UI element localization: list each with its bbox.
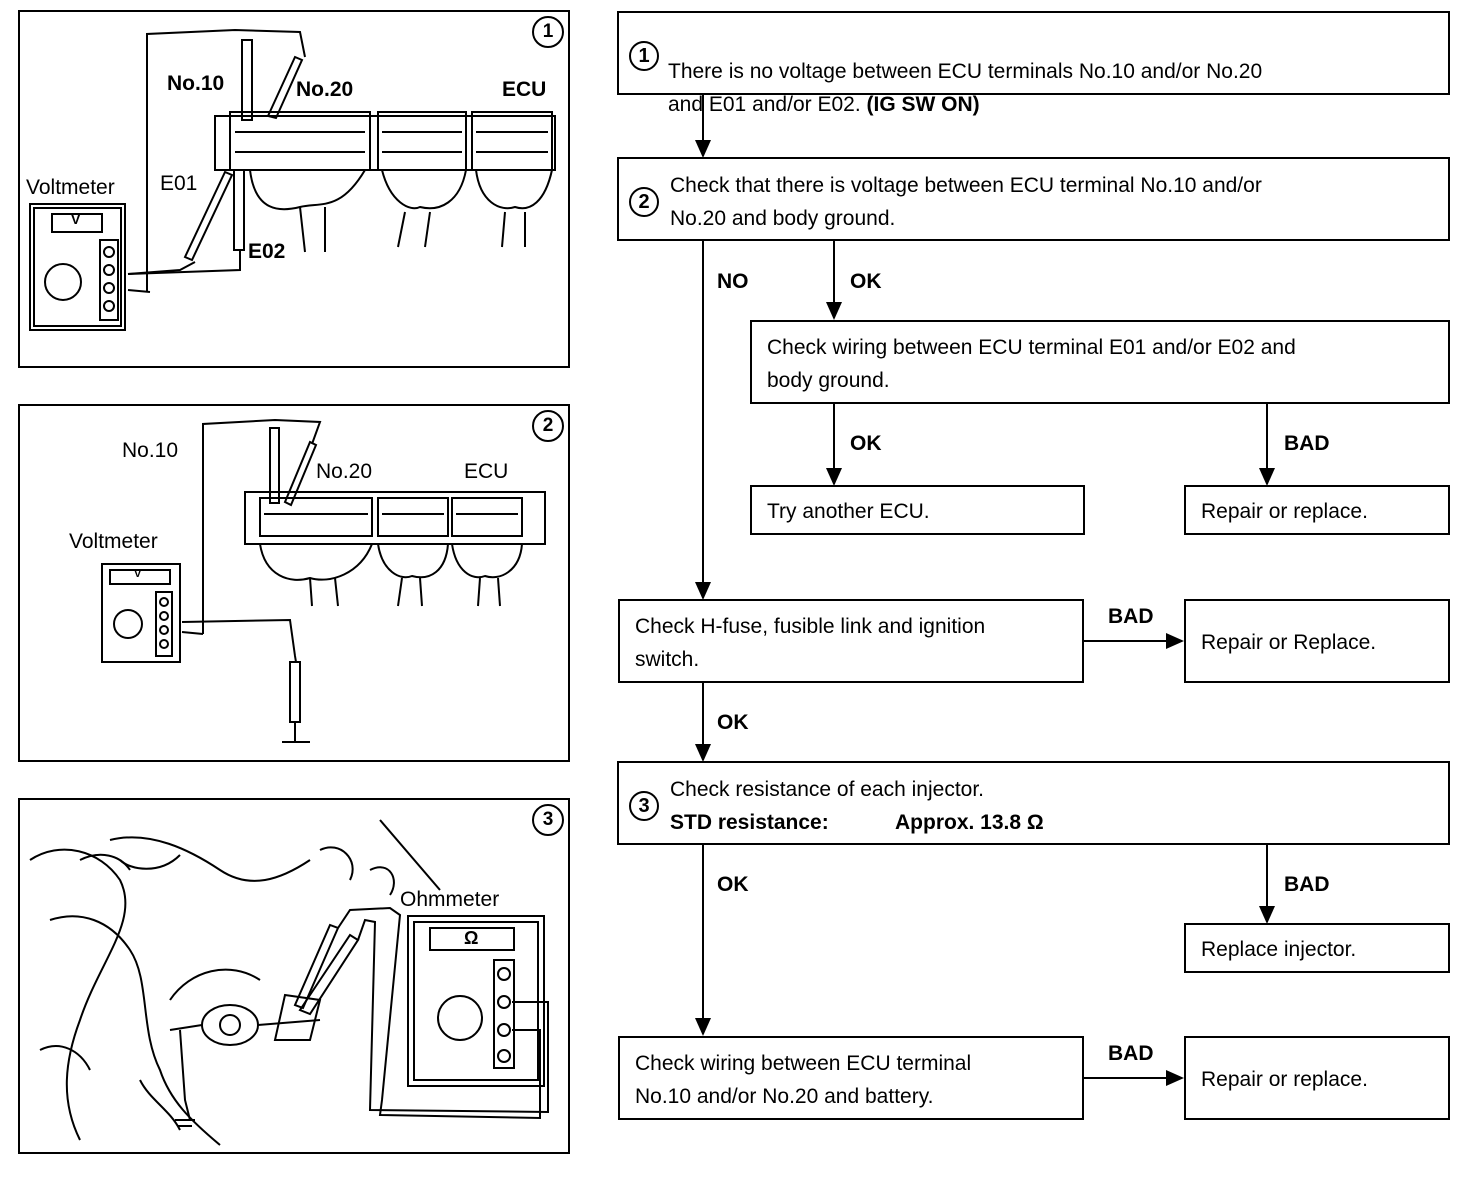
edge-label-ok: OK bbox=[850, 270, 882, 293]
step1-text: There is no voltage between ECU terminal… bbox=[668, 22, 1262, 121]
illustration-panel-2: No.10 No.20 ECU Voltmeter V 2 bbox=[18, 404, 570, 762]
step-number-2: 2 bbox=[629, 187, 659, 217]
replace-injector-box: Replace injector. bbox=[1184, 923, 1450, 973]
label-no10: No.10 bbox=[122, 439, 179, 462]
label-voltmeter: Voltmeter bbox=[26, 176, 115, 199]
step3-text: Check resistance of each injector. bbox=[670, 778, 984, 801]
meter-face-v: V bbox=[71, 211, 81, 227]
panel-number-2: 2 bbox=[532, 410, 564, 442]
repair3-text: Repair or replace. bbox=[1201, 1068, 1368, 1091]
label-voltmeter: Voltmeter bbox=[69, 530, 158, 553]
panel-number-1: 1 bbox=[532, 16, 564, 48]
ecu-voltmeter-diagram-1 bbox=[29, 28, 556, 331]
ecu-voltmeter-diagram-2 bbox=[101, 418, 546, 743]
step3-box: 3 Check resistance of each injector. STD… bbox=[617, 761, 1450, 845]
try-ecu-text: Try another ECU. bbox=[767, 500, 930, 523]
meter-face-ohm: Ω bbox=[464, 928, 479, 948]
injector-ohmmeter-diagram bbox=[29, 819, 549, 1146]
step-number-3: 3 bbox=[629, 791, 659, 821]
label-ecu: ECU bbox=[502, 78, 547, 101]
step1-ig-sw-on: (IG SW ON) bbox=[866, 93, 980, 116]
illustration-panel-1: No.10 No.20 ECU Voltmeter E01 E02 V 1 bbox=[18, 10, 570, 368]
step2-box: 2 Check that there is voltage between EC… bbox=[617, 157, 1450, 241]
repair1-box: Repair or replace. bbox=[1184, 485, 1450, 535]
step2-text: Check that there is voltage between ECU … bbox=[670, 174, 1262, 230]
hfuse-text: Check H-fuse, fusible link and ignition … bbox=[635, 615, 986, 671]
std-resistance-value: Approx. 13.8 Ω bbox=[895, 811, 1044, 834]
label-no20: No.20 bbox=[316, 460, 373, 483]
std-resistance-label: STD resistance: bbox=[670, 811, 829, 834]
step1-text-main: There is no voltage between ECU terminal… bbox=[668, 60, 1263, 116]
edge-label-bad: BAD bbox=[1108, 1042, 1154, 1065]
meter-face-v: V bbox=[134, 568, 142, 580]
edge-label-bad: BAD bbox=[1284, 873, 1330, 896]
edge-label-bad: BAD bbox=[1108, 605, 1154, 628]
repair2-box: Repair or Replace. bbox=[1184, 599, 1450, 683]
label-ohmmeter: Ohmmeter bbox=[400, 888, 500, 911]
label-e02: E02 bbox=[248, 240, 286, 263]
repair3-box: Repair or replace. bbox=[1184, 1036, 1450, 1120]
wiring-battery-box: Check wiring between ECU terminal No.10 … bbox=[618, 1036, 1084, 1120]
step1-box: 1 There is no voltage between ECU termin… bbox=[617, 11, 1450, 116]
label-ecu: ECU bbox=[464, 460, 509, 483]
edge-label-ok: OK bbox=[717, 873, 749, 896]
wiring-e01-box: Check wiring between ECU terminal E01 an… bbox=[750, 320, 1450, 404]
edge-label-ok: OK bbox=[717, 711, 749, 734]
repair1-text: Repair or replace. bbox=[1201, 500, 1368, 523]
wiring-e01-text: Check wiring between ECU terminal E01 an… bbox=[767, 336, 1296, 392]
panel-number-3: 3 bbox=[532, 804, 564, 836]
wiring-battery-text: Check wiring between ECU terminal No.10 … bbox=[635, 1052, 972, 1108]
try-ecu-box: Try another ECU. bbox=[750, 485, 1085, 535]
hfuse-box: Check H-fuse, fusible link and ignition … bbox=[618, 599, 1084, 683]
illustration-panel-3: Ohmmeter Ω 3 bbox=[18, 798, 570, 1154]
label-no10: No.10 bbox=[167, 72, 225, 95]
replace-injector-text: Replace injector. bbox=[1201, 938, 1357, 961]
step-number-1: 1 bbox=[629, 41, 659, 71]
label-e01: E01 bbox=[160, 172, 198, 195]
edge-label-no: NO bbox=[717, 270, 749, 293]
edge-label-bad: BAD bbox=[1284, 432, 1330, 455]
label-no20: No.20 bbox=[296, 78, 354, 101]
repair2-text: Repair or Replace. bbox=[1201, 631, 1377, 654]
edge-label-ok: OK bbox=[850, 432, 882, 455]
